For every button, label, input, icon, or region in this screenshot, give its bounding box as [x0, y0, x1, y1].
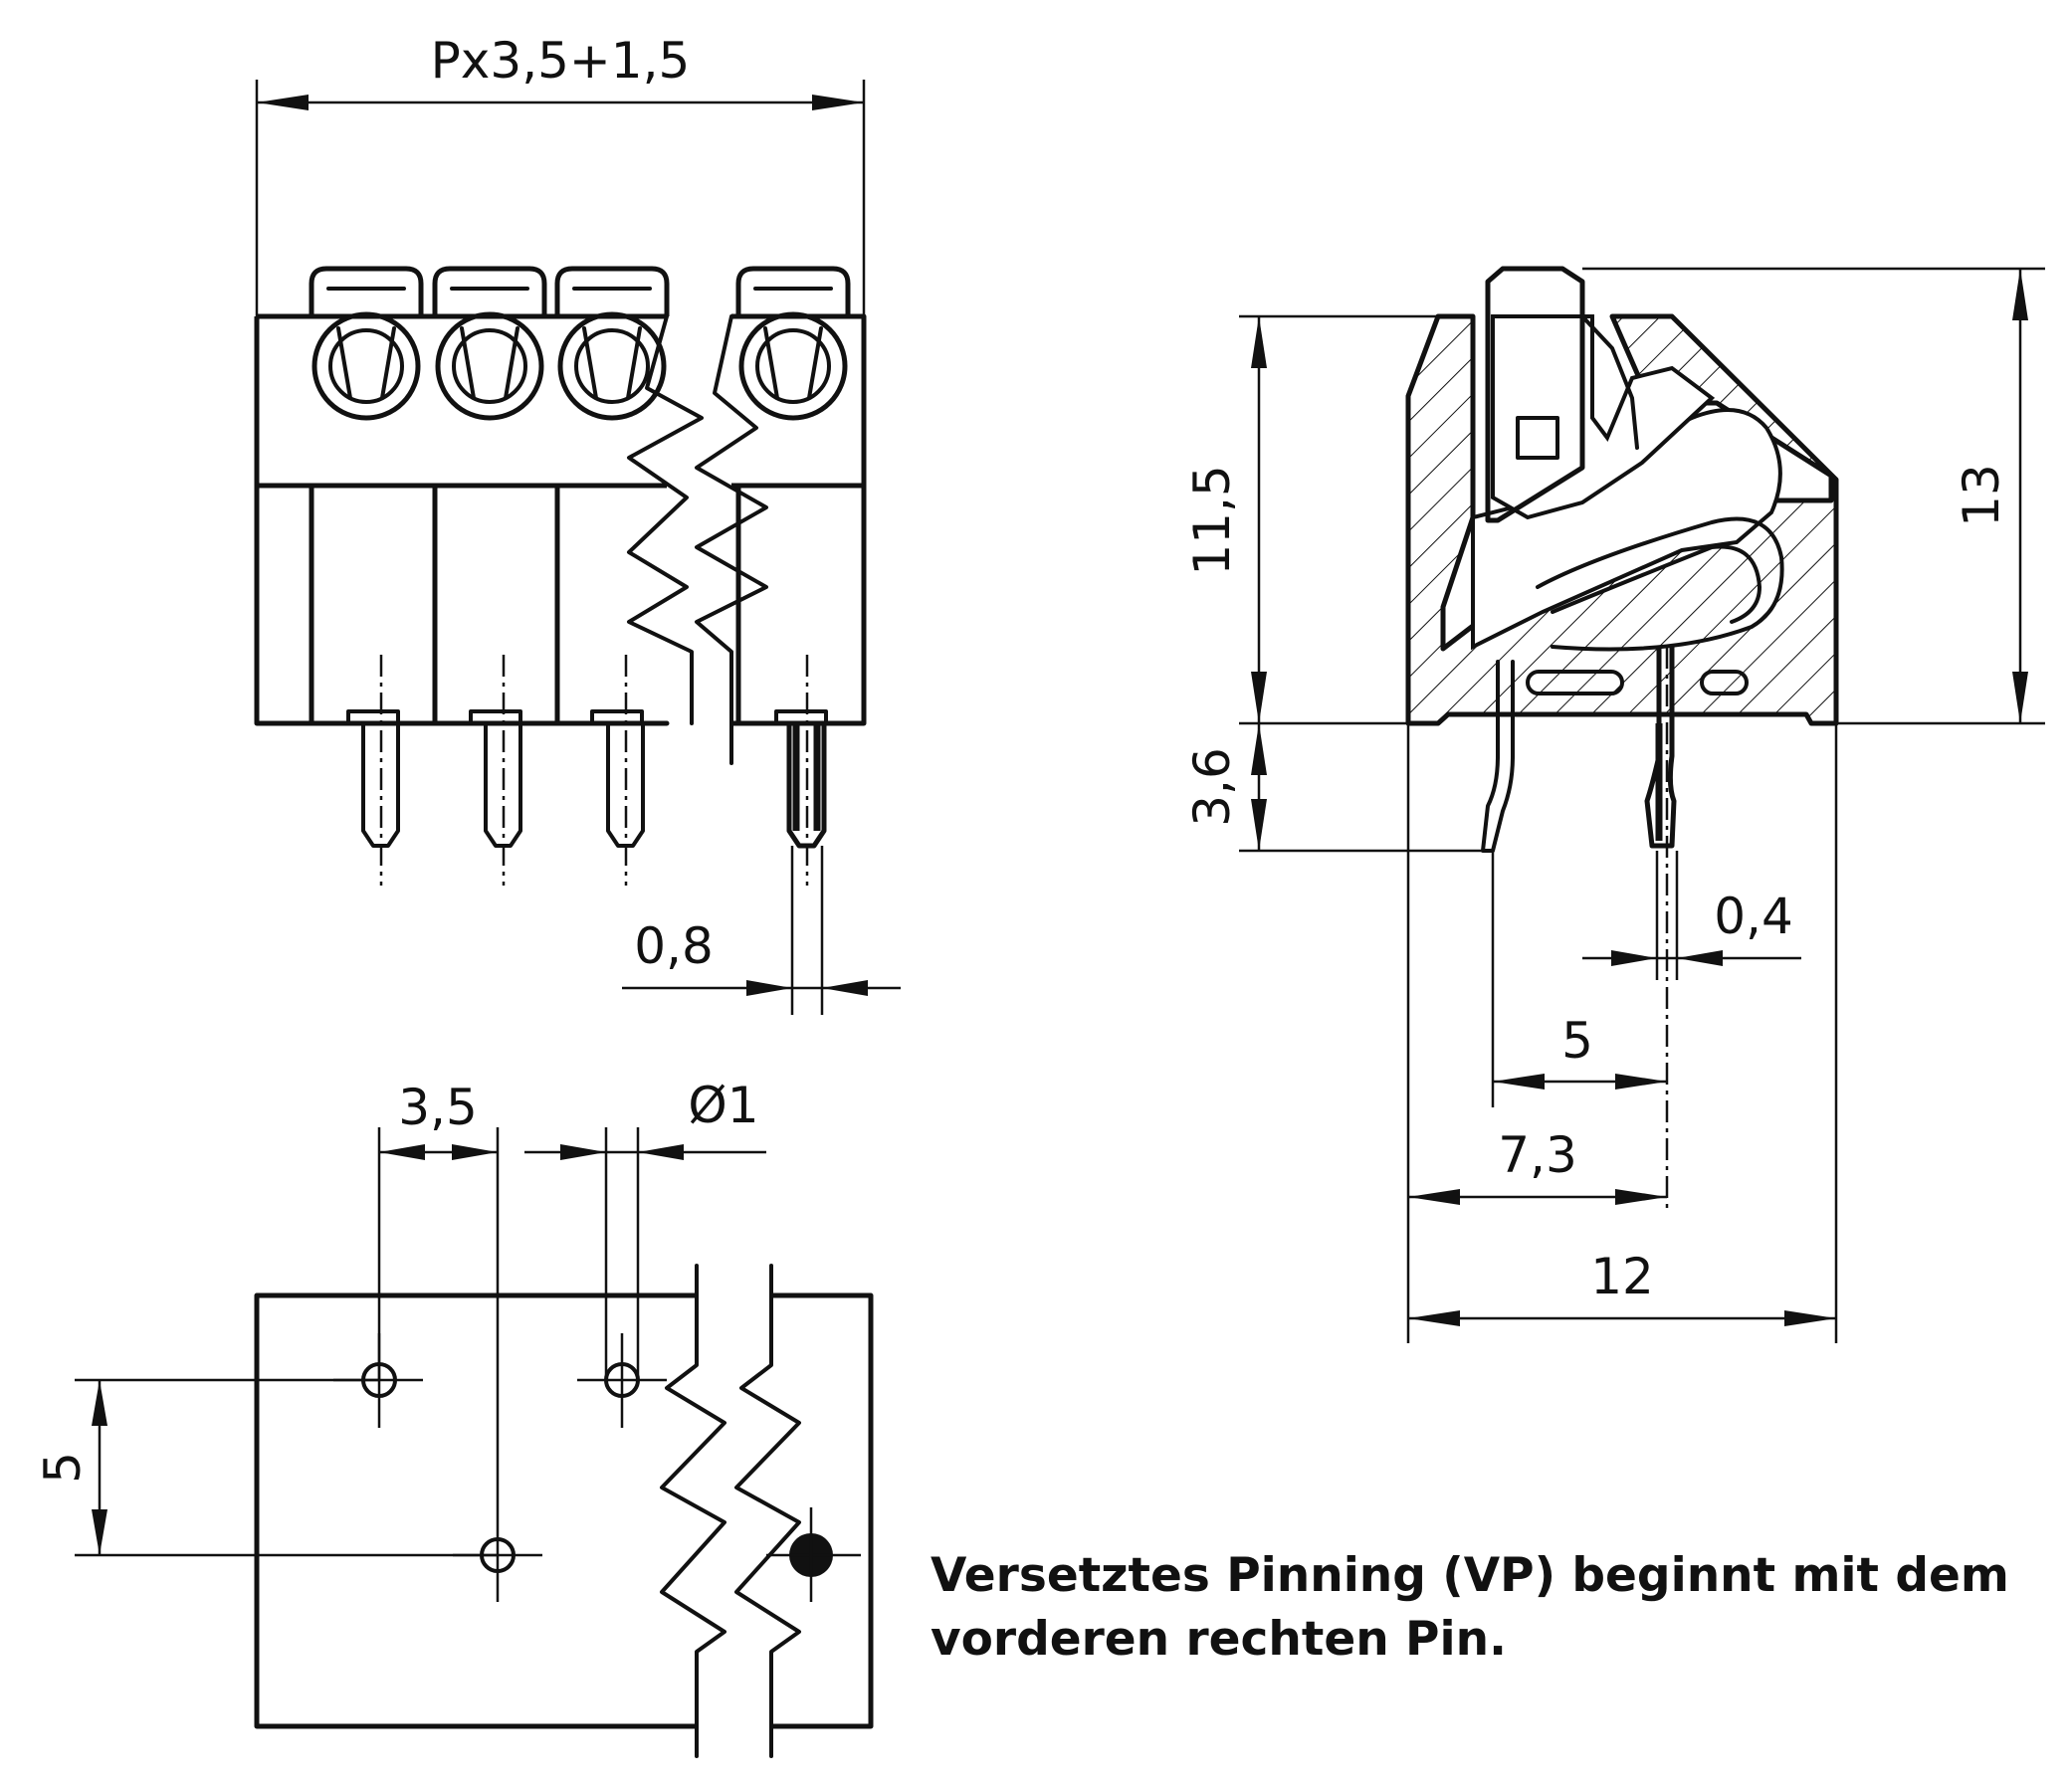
footprint-view: 3,5 Ø1 5: [34, 1077, 874, 1758]
break-line-left: [627, 314, 704, 725]
dim-hole-diameter: Ø1: [688, 1077, 758, 1134]
actuator-2: [432, 266, 547, 421]
dim-pin-offset-7-3: 7,3: [1498, 1126, 1577, 1184]
dim-front-width: Px3,5+1,5: [431, 32, 691, 90]
dim-row-offset: 5: [34, 1452, 92, 1484]
actuator-4: [735, 266, 851, 421]
dim-pin-offset-5: 5: [1561, 1012, 1593, 1070]
dim-side-total-height: 13: [1953, 464, 2010, 527]
side-view: 11,5 3,6 13 0,4 5 7,3: [1183, 266, 2045, 1343]
dim-pin-width: 0,8: [634, 917, 714, 975]
dim-pin-thickness: 0,4: [1714, 888, 1793, 945]
break-line-right: [695, 314, 768, 765]
actuator-3: [554, 266, 670, 421]
pinning-note-line-2: vorderen rechten Pin.: [931, 1612, 1507, 1667]
actuator-1: [309, 266, 424, 421]
pinning-note: Versetztes Pinning (VP) beginnt mit dem …: [931, 1544, 2009, 1672]
break-line-footprint-right: [734, 1264, 801, 1758]
dim-side-height: 11,5: [1183, 465, 1241, 575]
dim-side-depth: 12: [1590, 1248, 1654, 1305]
dim-pin-length: 3,6: [1183, 747, 1241, 827]
dim-pitch: 3,5: [398, 1079, 478, 1136]
break-line-footprint-left: [660, 1264, 726, 1758]
pinning-note-line-1: Versetztes Pinning (VP) beginnt mit dem: [931, 1548, 2009, 1603]
front-view: Px3,5+1,5: [254, 32, 901, 1015]
pins-front: [361, 655, 827, 886]
